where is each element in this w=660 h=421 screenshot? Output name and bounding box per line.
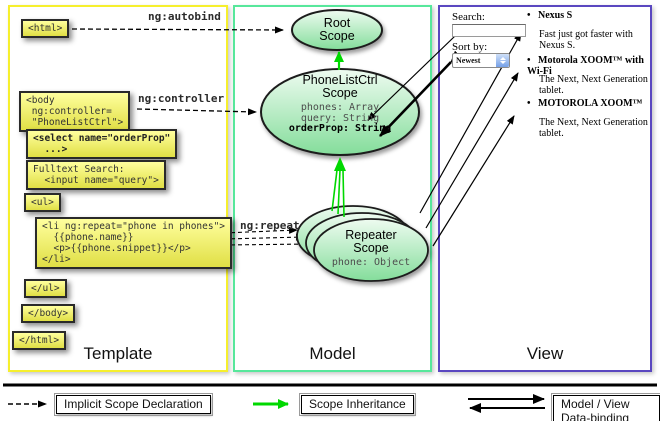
template-column-label: Template — [83, 344, 153, 363]
view-sort-dropdown[interactable]: Newest — [452, 53, 510, 68]
code-box-html-close: </html> — [12, 331, 67, 350]
repeater-scope-stack — [296, 205, 429, 282]
view-column-label: View — [526, 344, 564, 363]
edge-label-ng-repeat: ng:repeat — [240, 219, 300, 232]
chevron-down-icon — [499, 61, 506, 64]
code-box-html-open: <html> — [21, 19, 70, 38]
view-sort-value: Newest — [456, 56, 481, 65]
view-list-item: •Nexus S — [527, 10, 573, 21]
edge-label-ng-controller: ng:controller — [138, 92, 225, 105]
view-sort-label: Sort by: — [452, 41, 488, 53]
code-box-fulltext-search: Fulltext Search: <input name="query"> — [26, 160, 166, 190]
repeater-scope-title: Repeater Scope — [345, 228, 397, 255]
legend-scope-inheritance: Scope Inheritance — [299, 393, 416, 416]
model-column-label: Model — [309, 344, 356, 363]
legend-model-view-data-binding: Model / View Data-binding — [551, 393, 660, 421]
code-box-ul-open: <ul> — [24, 193, 61, 212]
code-box-select: <select name="orderProp" ...> — [26, 129, 178, 159]
view-list-item-desc: The Next, Next Generation tablet. — [539, 117, 648, 139]
legend-implicit-scope-declaration: Implicit Scope Declaration — [54, 393, 213, 416]
phonelistctrl-scope-title: PhoneListCtrl Scope — [302, 73, 378, 100]
dropdown-stepper-icon — [496, 54, 509, 67]
code-box-ul-close: </ul> — [24, 279, 67, 298]
bullet-icon: • — [527, 98, 531, 109]
bullet-icon: • — [527, 55, 531, 66]
view-list-item-desc: Fast just got faster with Nexus S. — [539, 29, 633, 51]
view-list-item: •Motorola XOOM™ with Wi-Fi — [527, 55, 644, 77]
view-search-label: Search: — [452, 11, 485, 23]
view-search-input[interactable] — [452, 24, 526, 37]
bullet-icon: • — [527, 10, 531, 21]
view-list-item-desc: The Next, Next Generation tablet. — [539, 74, 648, 96]
code-box-body-close: </body> — [21, 304, 76, 323]
repeater-scope-prop: phone: Object — [331, 257, 411, 268]
chevron-up-icon — [499, 57, 506, 60]
view-list-item: •MOTOROLA XOOM™ — [527, 98, 643, 109]
code-box-li-repeat: <li ng:repeat="phone in phones"> {{phone… — [35, 217, 233, 269]
root-scope-label: Root Scope — [319, 16, 355, 43]
edge-label-ng-autobind: ng:autobind — [148, 10, 221, 23]
phonelistctrl-scope-props: phones: Array query: String orderProp: S… — [288, 102, 392, 134]
code-box-body-open: <body ng:controller= "PhoneListCtrl"> — [19, 91, 131, 132]
